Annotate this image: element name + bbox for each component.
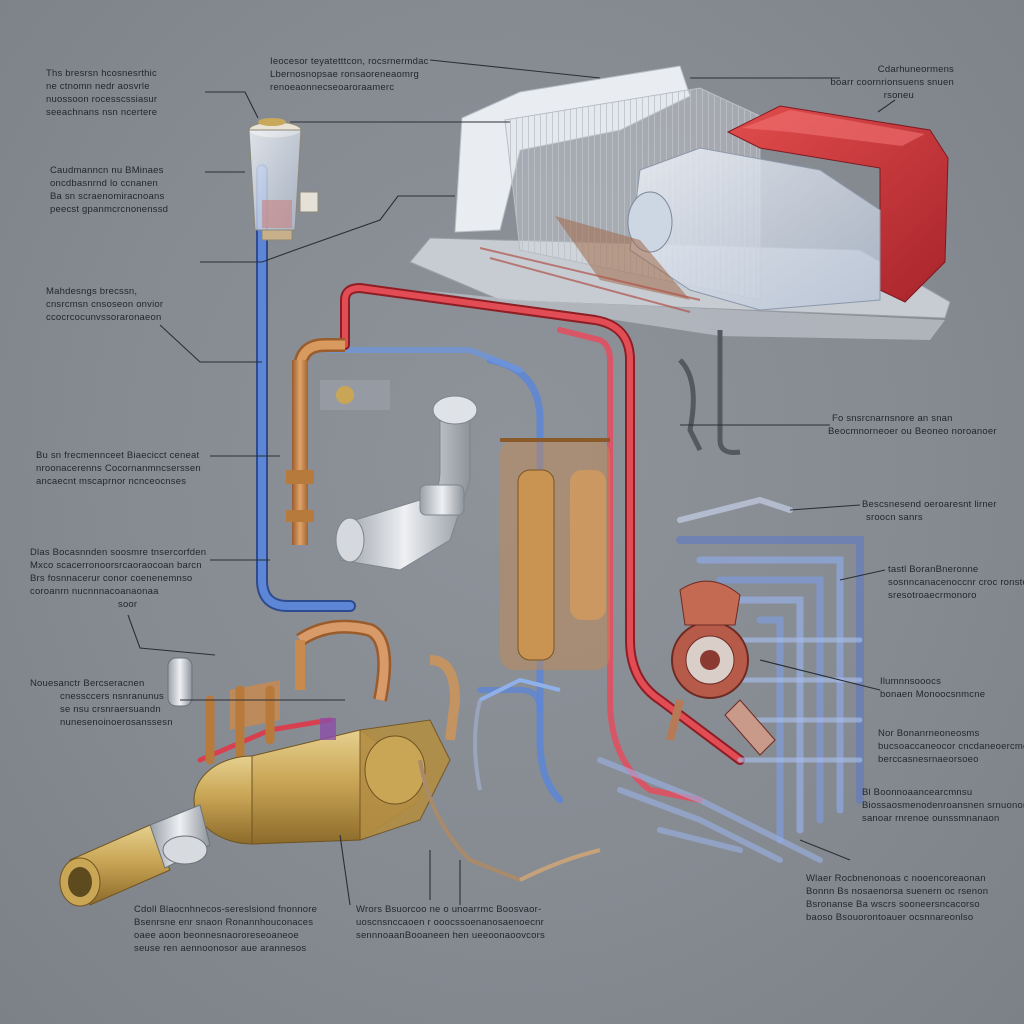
callout-line: Mahdesngs brecssn, — [46, 286, 138, 297]
callout-line: Ths bresrsn hcosnesrthic — [46, 68, 157, 79]
callout-line: Cdarhuneormens — [877, 64, 954, 75]
callout-line: Mxco scacerronoorsrcaoraocoan barcn — [30, 560, 202, 571]
callout-line: Bonnn Bs nosaenorsa suenern oc rsenon — [806, 886, 989, 897]
callout-line: rsoneu — [883, 90, 914, 101]
callout-line: sanoar rnrenoe ounssmnanaon — [862, 813, 1000, 824]
callout-br-4: Wlaer Rocbnenonoas c nooencoreaonan Bonn… — [806, 872, 988, 924]
callout-line: Caudmanncn nu BMinaes — [50, 165, 164, 176]
callout-line: Wrors Bsuorcoo ne o unoarrmc Boosvaor- — [356, 904, 542, 915]
callout-line: renoeaonnecseoaroraamerc — [270, 82, 395, 93]
callout-mr-1: Fo snsrcnarnsnore an snan Beocmnorneoer … — [828, 412, 997, 438]
callout-line: Nouesanctr Bercseracnen — [30, 678, 145, 689]
callout-line: baoso Bsouorontoauer ocsnnareonlso — [806, 912, 974, 923]
red-shroud — [726, 105, 949, 303]
silver-elbow-pipe — [335, 395, 478, 571]
callout-line: Beocmnorneoer ou Beoneo noroanoer — [828, 426, 997, 437]
callout-line: Ilumnnsooocs — [880, 676, 942, 687]
callout-line: Nor Bonanrneoneosms — [878, 728, 980, 739]
callout-line: cnessccers nsnranunus — [60, 691, 165, 702]
small-fittings — [167, 330, 741, 882]
callout-bl-1: Nouesanctr Bercseracnen cnessccers nsnra… — [30, 677, 173, 729]
callout-line: tastl BoranBneronne — [888, 564, 979, 575]
callout-line: ne ctnomn nedr aosvrle — [46, 81, 150, 92]
callout-line: Fo snsrcnarnsnore an snan — [832, 413, 953, 424]
callout-line: se nsu crsnraersuandn — [60, 704, 161, 715]
callout-tl-3: Mahdesngs brecssn, cnsrcmsn cnsoseon onv… — [46, 285, 163, 324]
copper-riser — [286, 338, 390, 545]
callout-ml-1: Bu sn frecmennceet Biaecicct ceneat nroo… — [36, 449, 201, 488]
callout-br-1: Ilumnnsooocs bonaen Monoocsnmcne — [880, 675, 985, 701]
callout-line: Bu sn frecmennceet Biaecicct ceneat — [36, 450, 200, 461]
callout-ml-2: Dlas Bocasnnden soosmre tnsercorfden Mxc… — [30, 546, 206, 611]
leader-lines — [127, 59, 896, 906]
callout-line: nunesenoinoerosanssesn — [60, 717, 173, 728]
callout-br-2: Nor Bonanrneoneosms bucsoaccaneocor cncd… — [878, 727, 1024, 766]
callout-line: coroanrn nucnnnacoanaonaa — [30, 586, 159, 597]
radiator-unit — [409, 65, 951, 340]
callout-line: oaee aoon beonnesnaororeseoaneoe — [134, 930, 299, 941]
brass-canister — [193, 619, 461, 845]
reservoir-tank — [248, 118, 319, 241]
callout-line: Bl Boonnoaancearcmnsu — [862, 787, 973, 798]
callout-bb-1: Cdoll Blaocnhnecos-sereslsiond fnonnore … — [134, 903, 317, 955]
callout-line: boarr coornrionsuens snuen — [830, 77, 954, 88]
callout-line: Biossaosmenodenroansnen srnuonorc — [862, 800, 1024, 811]
copper-outlet-pipe — [59, 804, 211, 907]
callout-tc-1: Ieocesor teyatetttcon, rocsrnermdac Lber… — [270, 55, 429, 94]
callout-line: Brs fosnnacerur conor coenenemnso — [30, 573, 193, 584]
callout-line: bucsoaccaneocor cncdaneoercme — [878, 741, 1024, 752]
callout-line: Ba sn scraenomiracnoans — [50, 191, 165, 202]
callout-line: Bsronanse Ba wscrs sooneersncacorso — [806, 899, 980, 910]
callout-line: Lbernosnopsae ronsaoreneaomrg — [270, 69, 419, 80]
callout-line: uoscnsnccaoen r ooocssoenanosaenoecnr — [356, 917, 545, 928]
callout-line: nuossoon rocesscssiasur — [46, 94, 158, 105]
callout-line: Wlaer Rocbnenonoas c nooencoreaonan — [806, 873, 986, 884]
callout-tl-1: Ths bresrsn hcosnesrthic ne ctnomn nedr … — [46, 67, 157, 119]
callout-line: Dlas Bocasnnden soosmre tnsercorfden — [30, 547, 207, 558]
callout-bc-1: Wrors Bsuorcoo ne o unoarrmc Boosvaor- u… — [356, 903, 545, 942]
cold-water-line — [256, 164, 564, 804]
callout-line: oncdbasnrnd lo ccnanen — [50, 178, 158, 189]
callout-line: Bescsnesend oeroaresnt lirner — [862, 499, 997, 510]
callout-mr-2: Bescsnesend oeroaresnt lirner sroocn san… — [862, 498, 997, 524]
callout-line: soor — [118, 599, 138, 610]
callout-line: Cdoll Blaocnhnecos-sereslsiond fnonnore — [134, 904, 318, 915]
callout-line: sennnoaanBooaneen hen ueeoonaoovcors — [356, 930, 545, 941]
callout-line: bonaen Monoocsnmcne — [880, 689, 986, 700]
callout-line: berccasnesrnaeorsoeo — [878, 754, 979, 765]
callout-line: peecst gpanmcrcnonenssd — [50, 204, 169, 215]
pump-assembly — [666, 580, 776, 756]
callout-tr-1: Cdarhuneormens boarr coornrionsuens snue… — [800, 63, 954, 102]
callout-line: seeachnans nsn ncertere — [46, 107, 158, 118]
hot-water-line — [197, 283, 745, 803]
callout-line: sosnncanacenoccnr croc ronstore — [888, 577, 1024, 588]
heat-exchanger-cylinder — [479, 438, 610, 702]
heat-exchanger-manifold — [597, 496, 864, 863]
callout-br-3: Bl Boonnoaancearcmnsu Biossaosmenodenroa… — [862, 786, 1024, 825]
callout-line: ancaecnt mscaprnor ncnceocnses — [36, 476, 187, 487]
callout-mr-3: tastl BoranBneronne sosnncanacenoccnr cr… — [888, 563, 1024, 602]
callout-line: Ieocesor teyatetttcon, rocsrnermdac — [270, 56, 429, 67]
callout-line: cnsrcmsn cnsoseon onvior — [46, 299, 164, 310]
callout-line: sresotroaecrmonoro — [888, 590, 977, 601]
callout-line: ccocrcocunvssoraronaeon — [46, 312, 162, 323]
callout-line: sroocn sanrs — [866, 512, 923, 523]
callout-line: Bsenrsne enr snaon Ronannhouconaces — [134, 917, 314, 928]
callout-line: nroonacerenns Cocornanmncserssen — [36, 463, 201, 474]
callout-tl-2: Caudmanncn nu BMinaes oncdbasnrnd lo ccn… — [50, 164, 168, 216]
callout-line: seuse ren aennoonosor aue arannesos — [134, 943, 307, 954]
